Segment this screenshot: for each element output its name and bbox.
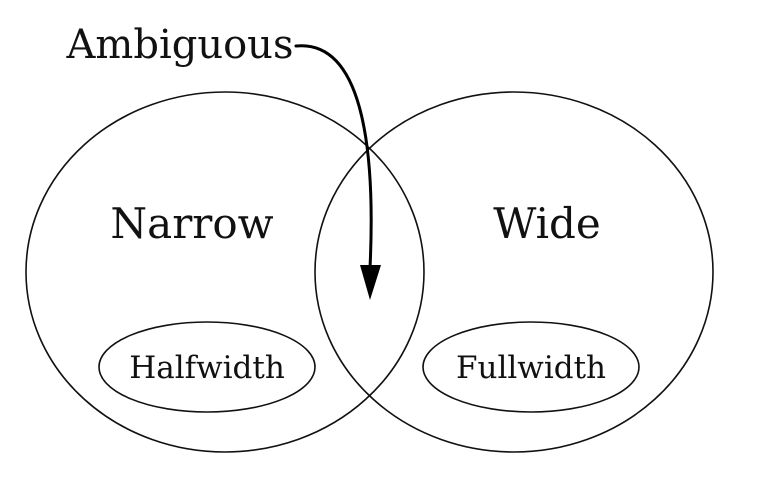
narrow-label: Narrow [110,199,273,248]
ambiguous-label: Ambiguous [66,22,294,68]
fullwidth-label: Fullwidth [456,350,606,386]
fullwidth-subset-ellipse [422,321,640,413]
narrow-set-ellipse [25,91,425,453]
ambiguous-callout-arrow [294,44,373,270]
halfwidth-subset-ellipse [98,321,316,413]
arrow-head-icon [360,265,381,300]
wide-label: Wide [493,199,601,248]
halfwidth-label: Halfwidth [129,350,285,386]
wide-set-ellipse [314,91,714,453]
